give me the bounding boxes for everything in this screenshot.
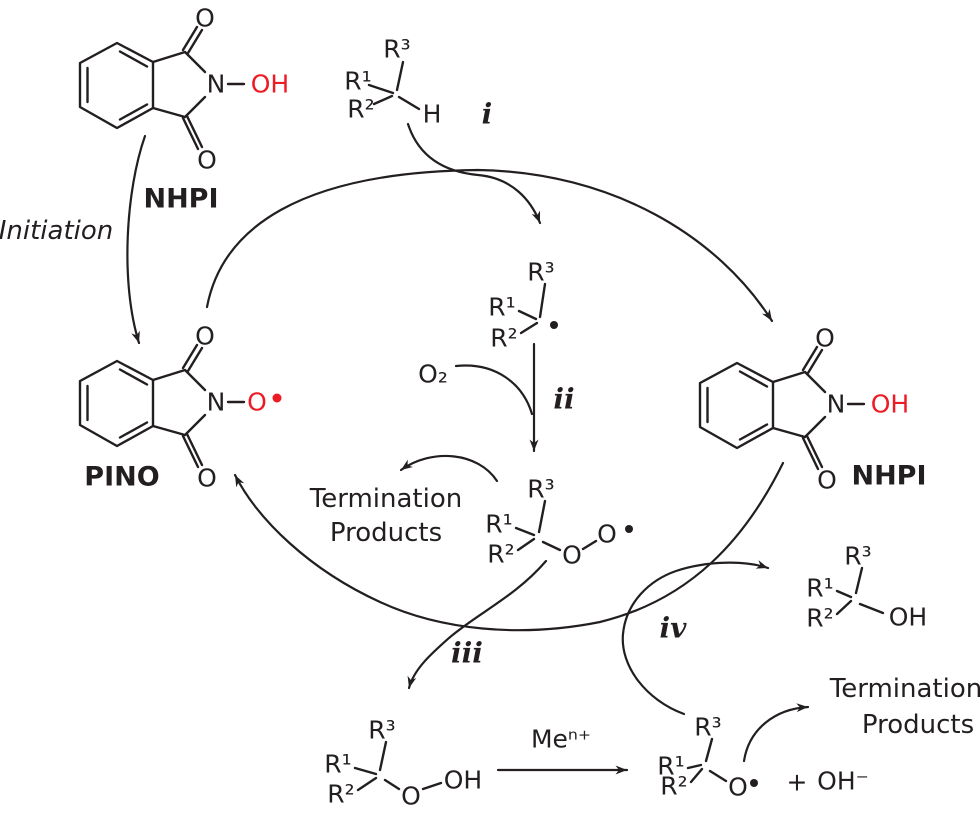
nhpi-right-o-bottom: O [817,466,837,495]
pino-o-top: O [195,322,215,351]
substrate-r1: R¹ [344,67,371,96]
step-i-label: i [482,98,493,131]
nhpi-right-n: N [827,390,846,419]
alkoxyl-r3: R³ [694,713,721,742]
substrate-bonds [367,60,421,111]
alkoxyl-r1: R¹ [657,752,684,781]
hydroperoxide-r2: R² [327,780,354,809]
plus-sign: + [787,768,808,797]
nhpi-right-label: NHPI [851,461,926,492]
alcohol-bonds [835,566,885,616]
termination-products-left: Termination Products [309,484,462,548]
peroxyl-o1: O [562,541,582,570]
nhpi-right-hydroxyl: OH [871,390,909,419]
pino-radical-dot-icon [272,393,282,403]
alkoxyl-r2: R² [660,772,687,801]
hydroperoxide-oh: OH [444,766,482,795]
hydroperoxide-r3: R³ [368,716,395,745]
termination-left-arrow [399,454,499,483]
alcohol-r2: R² [806,604,833,633]
nhpi-left-o-top: O [195,4,215,33]
step-iii-arrow [407,559,548,690]
molecule-pino: O O N O PINO [78,322,282,493]
initiation-label: Initiation [0,216,113,246]
alkoxyl-bonds [686,737,728,784]
alkyl-radical-r1: R¹ [488,293,515,322]
molecule-nhpi-left: O O N OH NHPI [78,4,289,215]
pino-oxyl: O [247,388,267,417]
step-iv-arrow [621,560,770,716]
alkyl-radical-r3: R³ [527,258,554,287]
termination-right-line2: Products [862,710,974,740]
peroxyl-r1: R¹ [485,510,512,539]
termination-left-line1: Termination [309,484,462,514]
pino-o-bottom: O [197,464,217,493]
step-iv-label: iv [660,612,688,645]
nhpi-left-n: N [207,70,226,99]
termination-products-right: Termination Products [829,674,980,740]
hydroperoxide-r1: R¹ [324,750,351,779]
oxygen-addition-curve [454,364,534,416]
step-i-arrow [406,122,542,225]
substrate-h: H [423,100,442,129]
molecule-peroxyl-radical: R³ R¹ R² O O [485,475,633,570]
alcohol-r3: R³ [844,542,871,571]
alcohol-oh: OH [889,603,927,632]
molecule-alkyl-radical: R³ R¹ R² [488,258,558,353]
nhpi-left-hydroxyl: OH [251,70,289,99]
molecule-hydroperoxide: R³ R¹ R² O OH [324,716,482,811]
hydroperoxide-bonds [353,740,443,792]
molecule-alcohol: R³ R¹ R² OH [806,542,927,633]
pino-label: PINO [84,462,159,493]
step-ii-label: ii [553,383,574,416]
step-iii-label: iii [451,637,483,670]
molecule-nhpi-right: O O N OH NHPI [698,324,927,495]
peroxyl-r2: R² [487,540,514,569]
nhpi-left-label: NHPI [143,184,218,215]
alkoxyl-o: O [728,773,748,802]
termination-right-arrow [742,703,810,763]
substrate-r2: R² [347,95,374,124]
pino-n: N [207,388,226,417]
peroxyl-radical-dot-icon [625,525,633,533]
substrate-r3: R³ [383,35,410,64]
nhpi-right-o-top: O [815,324,835,353]
molecule-substrate: R³ R¹ R² H [344,35,441,129]
peroxyl-r3: R³ [527,475,554,504]
cycle-top-arc-arrow [205,168,774,323]
oxygen-reagent: O₂ [418,360,448,389]
metal-catalyst: Meⁿ⁺ [531,725,591,754]
termination-left-line2: Products [330,518,442,548]
nhpi-left-o-bottom: O [197,146,217,175]
alkyl-radical-r2: R² [490,324,517,353]
peroxyl-o2: O [597,520,617,549]
alkyl-radical-dot-icon [550,321,558,329]
peroxyl-bonds [514,499,598,552]
alkyl-radical-bonds [517,282,547,335]
hydroperoxide-o: O [401,782,421,811]
alcohol-r1: R¹ [806,574,833,603]
molecule-alkoxyl-radical: R³ R¹ R² O + OH⁻ [657,713,869,802]
alkoxyl-radical-dot-icon [750,779,758,787]
cycle-bottom-arc-arrow [233,461,785,632]
termination-right-line1: Termination [829,674,980,704]
hydroxide-ion: OH⁻ [817,767,869,796]
initiation-arrow [126,134,147,345]
